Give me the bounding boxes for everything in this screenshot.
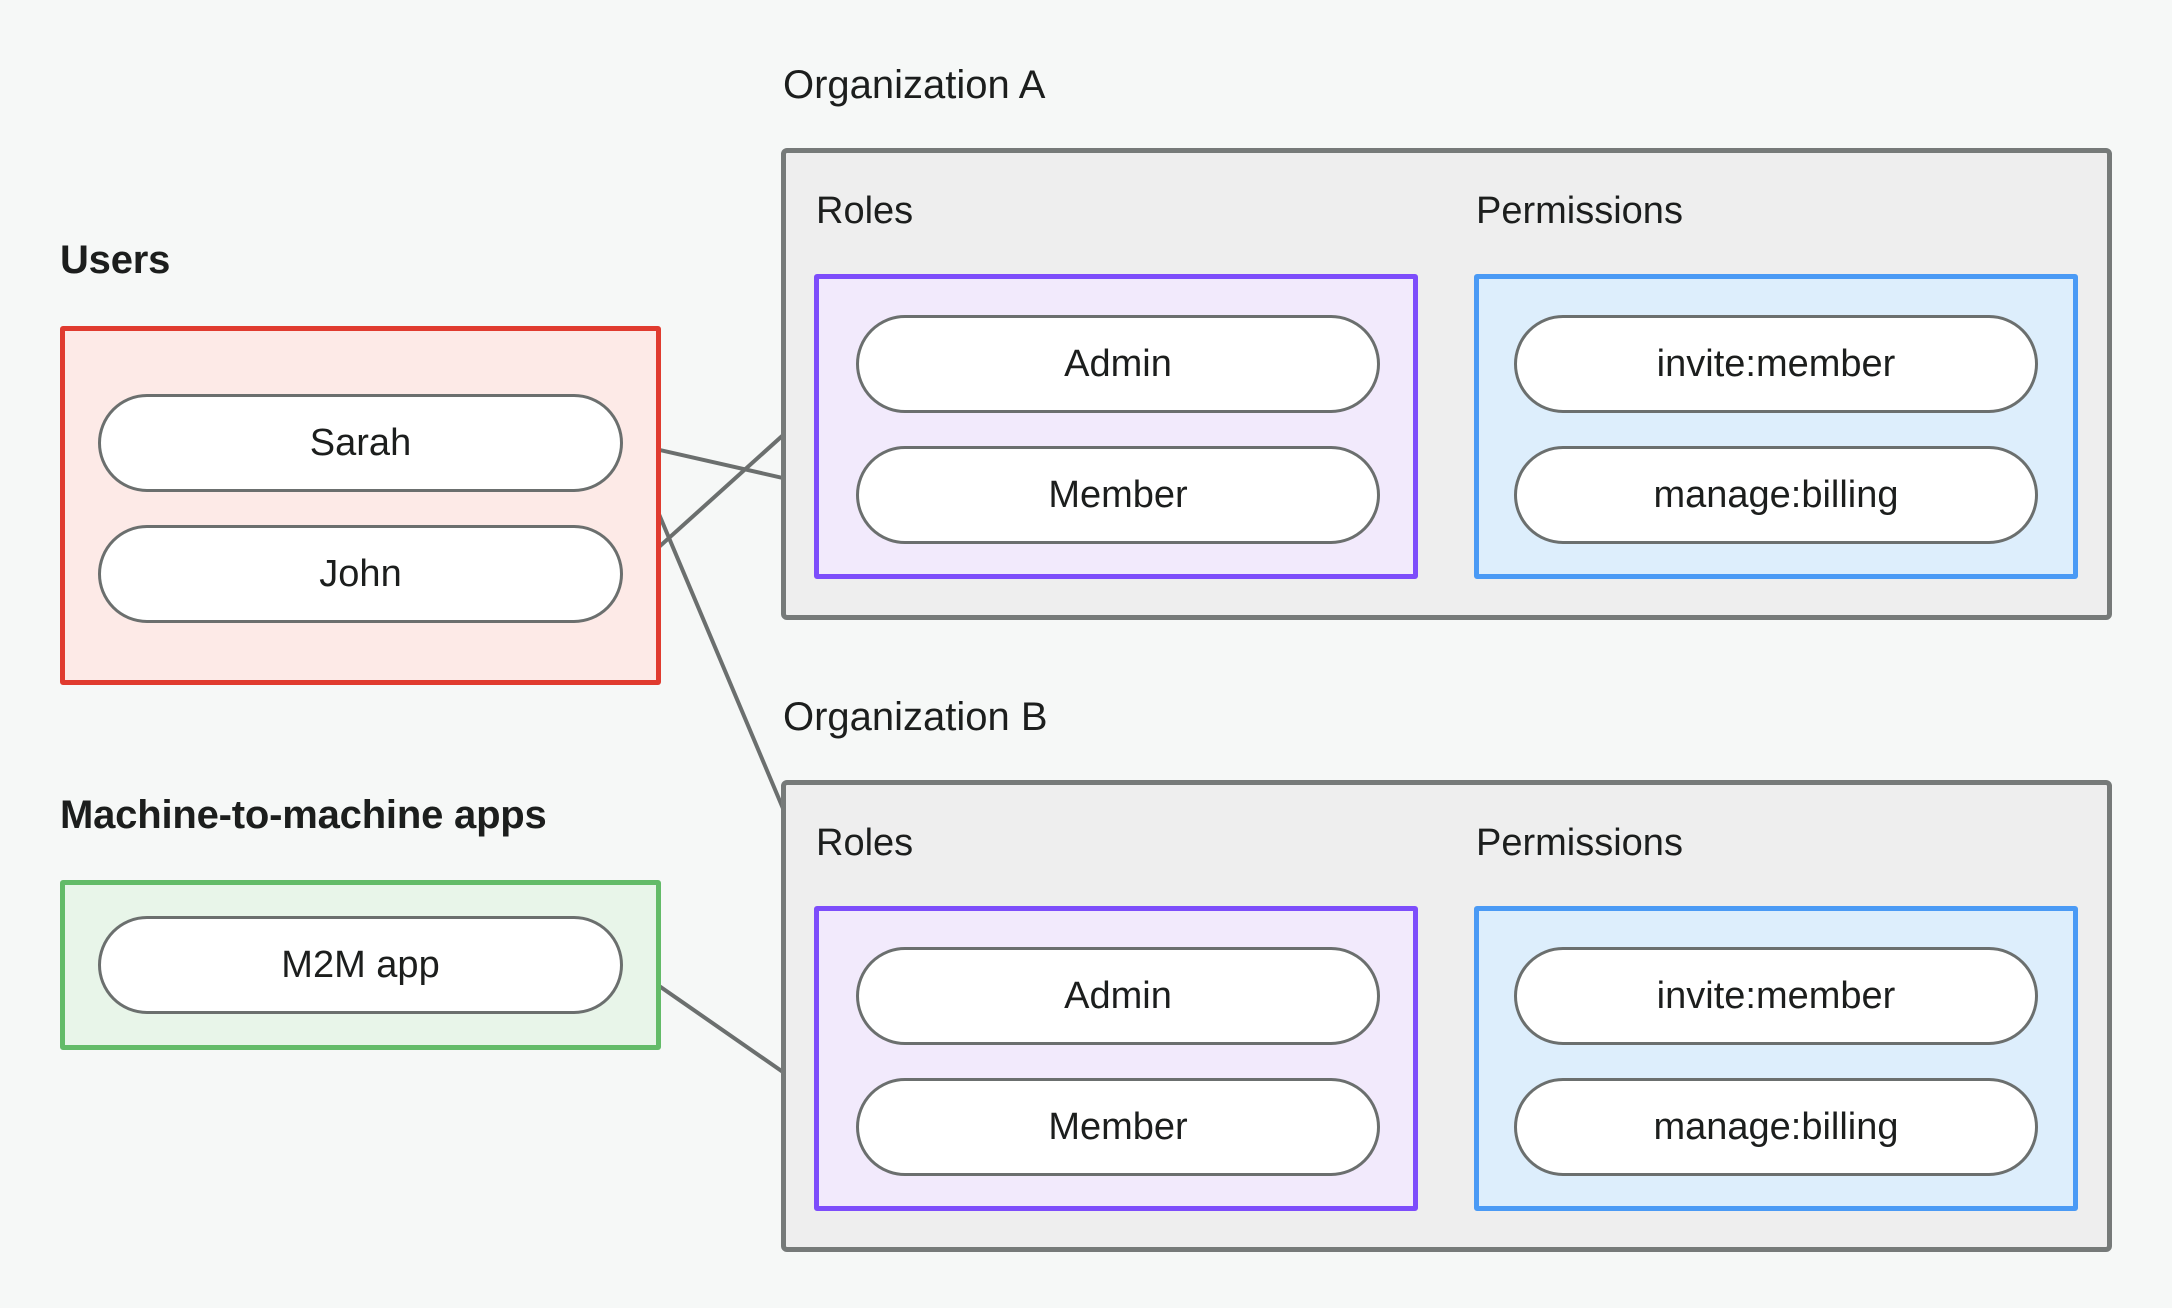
permission-node-label: invite:member [1656,342,1896,385]
permission-node-label: invite:member [1656,974,1896,1017]
org-a-permissions-title: Permissions [1476,190,1683,232]
user-node-sarah[interactable]: Sarah [98,394,623,492]
permission-node-label: manage:billing [1653,1105,1899,1148]
role-node-label: Member [1048,473,1188,516]
org-a-roles-title: Roles [816,190,914,232]
user-node-label: John [319,552,402,595]
users-group-title: Users [60,238,171,282]
users-group-box [60,326,661,685]
org-a-title: Organization A [783,63,1046,107]
org-b-permissions-title: Permissions [1476,822,1683,864]
user-node-label: Sarah [309,421,412,464]
org-b-roles-title: Roles [816,822,914,864]
permission-node-label: manage:billing [1653,473,1899,516]
permission-node-org-a-invite-member[interactable]: invite:member [1514,315,2038,413]
permission-node-org-a-manage-billing[interactable]: manage:billing [1514,446,2038,544]
m2m-group-title: Machine-to-machine apps [60,793,547,837]
permission-node-org-b-manage-billing[interactable]: manage:billing [1514,1078,2038,1176]
m2m-node-label: M2M app [281,943,440,986]
role-node-label: Admin [1064,342,1172,385]
permission-node-org-b-invite-member[interactable]: invite:member [1514,947,2038,1045]
role-node-org-a-member[interactable]: Member [856,446,1380,544]
user-node-john[interactable]: John [98,525,623,623]
role-node-org-b-admin[interactable]: Admin [856,947,1380,1045]
role-node-label: Admin [1064,974,1172,1017]
role-node-org-a-admin[interactable]: Admin [856,315,1380,413]
org-b-title: Organization B [783,695,1048,739]
role-node-label: Member [1048,1105,1188,1148]
role-node-org-b-member[interactable]: Member [856,1078,1380,1176]
m2m-node-app[interactable]: M2M app [98,916,623,1014]
